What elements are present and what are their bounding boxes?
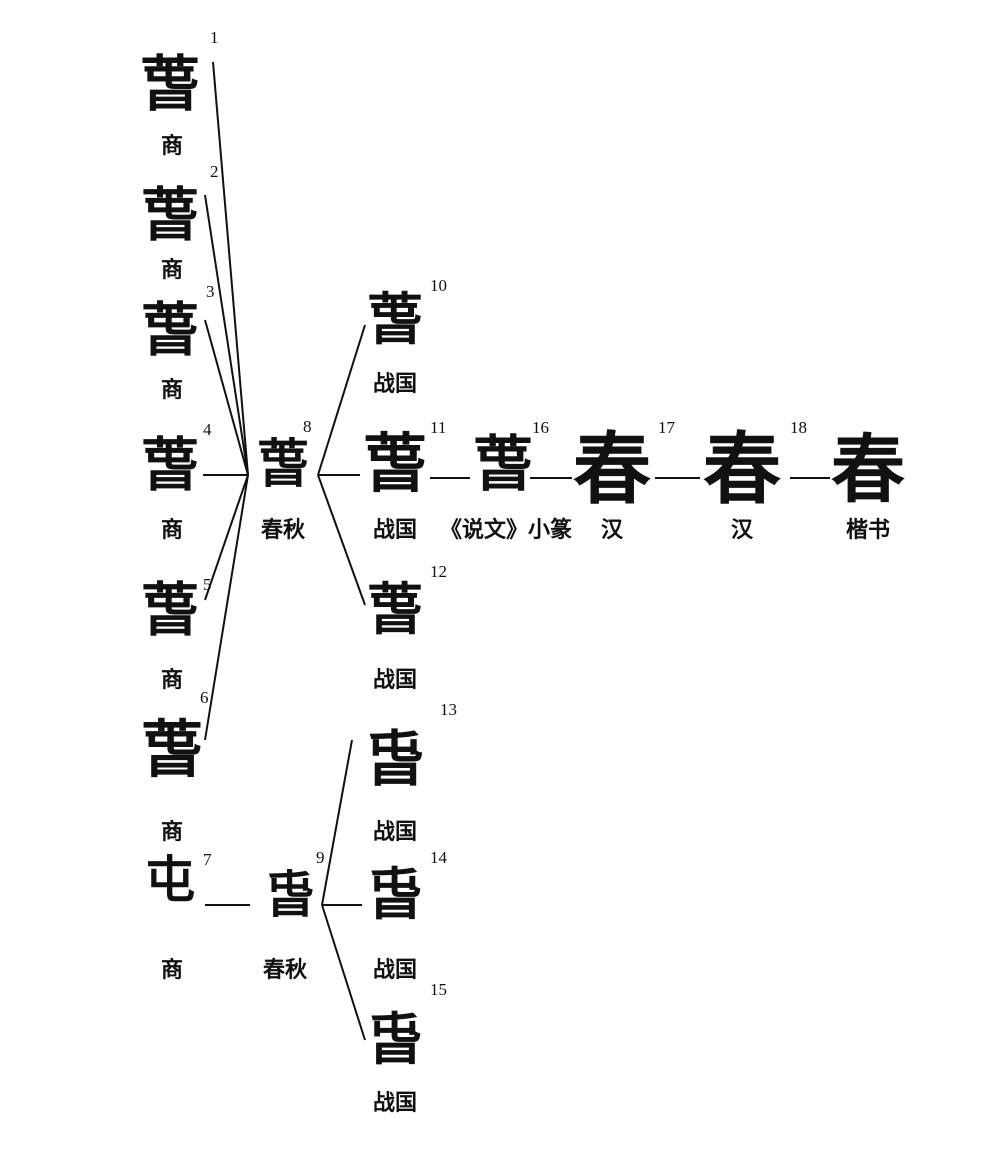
character-glyph: 萅 (141, 576, 200, 644)
node-number: 15 (430, 980, 447, 999)
period-label: 楷书 (845, 517, 891, 543)
period-label: 商 (160, 377, 184, 403)
character-glyph: 萅 (141, 713, 204, 786)
character-glyph: 萅 (473, 430, 533, 500)
period-label: 商 (160, 133, 184, 159)
character-glyph: 春 (831, 427, 905, 513)
period-label: 战国 (372, 957, 418, 983)
node-number: 12 (430, 562, 447, 581)
character-glyph: 旾 (367, 862, 423, 928)
connector (317, 324, 366, 476)
connector (321, 739, 353, 906)
connector (317, 474, 366, 606)
character-glyph: 萅 (141, 431, 200, 499)
period-label: 春秋 (260, 517, 306, 543)
connector (204, 474, 249, 601)
node-number: 14 (430, 848, 447, 867)
character-glyph: 春 (703, 424, 782, 515)
node-number: 11 (430, 418, 447, 437)
node-number: 7 (203, 850, 212, 869)
connector (204, 194, 249, 476)
period-label: 战国 (372, 371, 418, 397)
period-label: 商 (160, 957, 184, 983)
period-label: 汉 (730, 517, 754, 543)
node-number: 18 (790, 418, 807, 437)
period-label: 商 (160, 517, 184, 543)
period-label: 春秋 (262, 957, 308, 983)
character-glyph: 屯 (145, 850, 195, 909)
connector (212, 61, 249, 476)
node-number: 8 (303, 417, 312, 436)
node-number: 17 (658, 418, 675, 437)
node-number: 1 (210, 28, 219, 47)
character-glyph: 萅 (367, 577, 423, 643)
period-label: 商 (160, 667, 184, 693)
node-number: 9 (316, 848, 325, 867)
period-label: 商 (160, 257, 184, 283)
period-label: 商 (160, 819, 184, 845)
connector (204, 474, 249, 741)
period-label: 战国 (372, 1090, 418, 1116)
period-label: 汉 (600, 517, 624, 543)
node-number: 5 (203, 575, 212, 594)
node-number: 10 (430, 276, 447, 295)
period-label: 战国 (372, 667, 418, 693)
character-glyph: 萅 (363, 427, 427, 502)
character-glyph: 萅 (141, 181, 200, 249)
character-glyph: 春 (573, 424, 652, 515)
period-label: 战国 (372, 517, 418, 543)
character-glyph: 萅 (140, 50, 200, 120)
node-number: 16 (532, 418, 549, 437)
character-glyph: 旾 (365, 725, 425, 795)
connector (204, 319, 249, 476)
character-glyph: 萅 (141, 296, 200, 364)
node-number: 3 (206, 282, 215, 301)
node-number: 2 (210, 162, 219, 181)
node-number: 6 (200, 688, 209, 707)
period-label: 《说文》小篆 (439, 517, 573, 543)
character-glyph: 旾 (367, 1007, 423, 1073)
character-glyph: 旾 (265, 865, 315, 924)
node-number: 13 (440, 700, 457, 719)
node-number: 4 (203, 420, 212, 439)
connector (321, 904, 366, 1041)
character-glyph: 萅 (257, 434, 310, 495)
character-glyph: 萅 (367, 287, 423, 353)
period-label: 战国 (372, 819, 418, 845)
